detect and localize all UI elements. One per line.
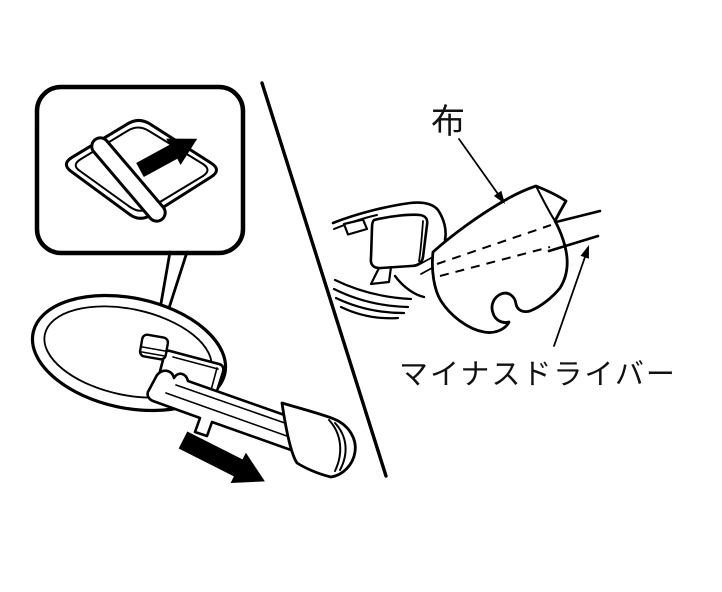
slider-base-rim bbox=[74, 126, 209, 212]
fob-side-bottom-edge bbox=[393, 274, 426, 299]
fob-side-lid-notch bbox=[369, 265, 393, 286]
cloth-label: 布 bbox=[431, 103, 465, 141]
keyfob-side bbox=[331, 201, 447, 320]
fob-side-contour-lines bbox=[332, 278, 413, 320]
fob-side-button bbox=[342, 218, 369, 236]
keyfob-front bbox=[30, 293, 357, 483]
screwdriver-shaft bbox=[547, 209, 602, 253]
cloth-pointer-arrow-icon bbox=[458, 138, 505, 204]
keyfob-release-button bbox=[138, 333, 170, 361]
inset-callout-box bbox=[34, 84, 246, 335]
slide-direction-arrow-icon bbox=[178, 431, 265, 483]
cloth-outline bbox=[431, 184, 569, 334]
inset-slide-arrow-icon bbox=[136, 138, 198, 177]
fob-side-lid-panel bbox=[369, 213, 429, 270]
fob-side-top-edge bbox=[331, 201, 447, 242]
inset-slider-closeup bbox=[64, 118, 218, 223]
screwdriver-label: マイナスドライバー bbox=[399, 359, 677, 391]
panel-divider bbox=[260, 81, 388, 478]
cloth-fold-crease bbox=[535, 185, 556, 222]
slider-latch-bar bbox=[90, 136, 167, 223]
screwdriver-pointer-arrow-icon bbox=[553, 245, 589, 347]
cloth-illustration bbox=[431, 184, 569, 334]
fob-side-lid-edge bbox=[418, 220, 424, 262]
keyfob-cover bbox=[280, 401, 357, 479]
hidden-screwdriver-dashes bbox=[436, 224, 552, 277]
pry-slot-marks bbox=[419, 257, 433, 275]
